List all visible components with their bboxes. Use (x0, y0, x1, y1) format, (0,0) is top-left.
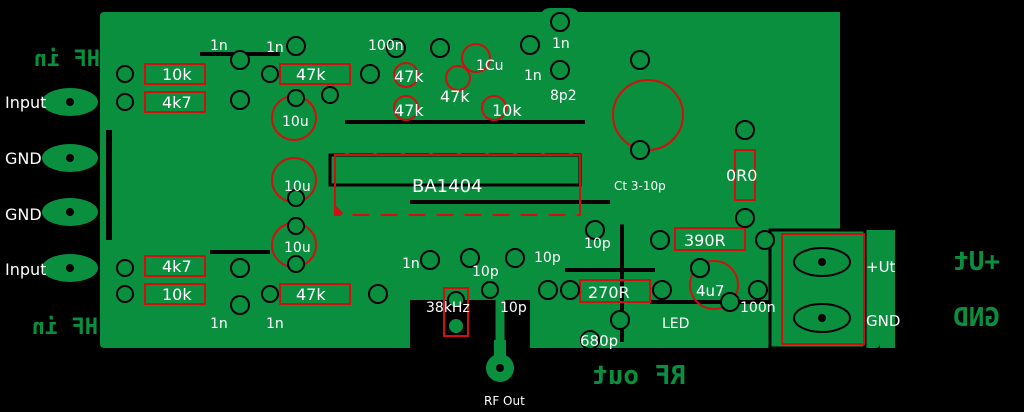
connector-label-input-bottom: Input (5, 260, 46, 279)
mirrored-label-hf-in-top: HF in (34, 47, 100, 72)
ic-pads (340, 128, 578, 238)
connector-label-gnd-1: GND (5, 149, 42, 168)
label-r-0r0: 0R0 (726, 166, 757, 185)
label-c-10p-a: 10p (584, 236, 611, 252)
connector-label-input-top: Input (5, 93, 46, 112)
label-crystal: 38kHz (426, 300, 470, 316)
label-c-1n-bl2: 1n (266, 316, 284, 332)
label-c-1n-mid: 1n (524, 68, 542, 84)
label-c-1cu: 1Cu (476, 58, 504, 74)
label-r-47k-bottom: 47k (296, 285, 326, 304)
label-c-10u-b: 10u (284, 179, 311, 195)
label-led: LED (662, 316, 689, 332)
label-r-390r: 390R (684, 231, 726, 250)
label-r-10k-top: 10k (162, 65, 192, 84)
label-r-4k7-top: 4k7 (162, 93, 192, 112)
ic-label: BA1404 (412, 176, 482, 197)
label-r-10k-bottom: 10k (162, 285, 192, 304)
left-connector-pads (42, 88, 98, 282)
label-c-1n-tl: 1n (210, 38, 228, 54)
label-c-1n-tl2: 1n (266, 40, 284, 56)
connector-label-gnd-right: GND (866, 312, 900, 330)
label-c-1n-bl: 1n (210, 316, 228, 332)
label-c-10p-d: 10p (500, 300, 527, 316)
label-c-10p-b: 10p (534, 250, 561, 266)
label-c-8p2: 8p2 (550, 88, 577, 104)
label-c-10u-c: 10u (284, 240, 311, 256)
label-c-1n-top: 1n (552, 36, 570, 52)
label-c-4u7: 4u7 (696, 282, 725, 300)
mirrored-labels: HF in HF in +Ut GND RF out (32, 47, 1000, 391)
label-c-10u-a: 10u (282, 114, 309, 130)
copper-traces (495, 55, 805, 345)
mirrored-label-ut: +Ut (953, 247, 1000, 277)
mirrored-label-gnd: GND (953, 303, 1000, 333)
label-r-47k-top: 47k (296, 65, 326, 84)
silkscreen-labels: Input GND GND Input +Ut GND RF Out BA140… (5, 36, 900, 408)
label-c-680p: 680p (580, 332, 618, 350)
connector-label-gnd-2: GND (5, 205, 42, 224)
label-r-270r: 270R (588, 283, 630, 302)
mirrored-label-rf-out: RF out (592, 361, 686, 391)
label-r-47k-b: 47k (394, 101, 424, 120)
component-pads (116, 12, 775, 350)
label-c-10p-c: 10p (472, 264, 499, 280)
isolation-gaps (106, 12, 880, 350)
label-c-1n-bottom-mid: 1n (402, 256, 420, 272)
mirrored-label-hf-in-bottom: HF in (32, 315, 98, 340)
label-trimmer: Ct 3-10p (614, 179, 666, 193)
label-r-10k-mid: 10k (492, 101, 522, 120)
label-r-47k-a: 47k (394, 67, 424, 86)
connector-label-plus-ut: +Ut (866, 258, 896, 276)
connector-label-rf-out: RF Out (484, 394, 525, 408)
label-c-100n-bottom: 100n (740, 300, 776, 316)
rf-out-pad (486, 354, 514, 382)
right-connector-pads (793, 247, 851, 333)
label-r-47k-c: 47k (440, 87, 470, 106)
label-c-100n-top: 100n (368, 38, 404, 54)
label-r-4k7-bottom: 4k7 (162, 257, 192, 276)
component-outlines (144, 43, 865, 345)
